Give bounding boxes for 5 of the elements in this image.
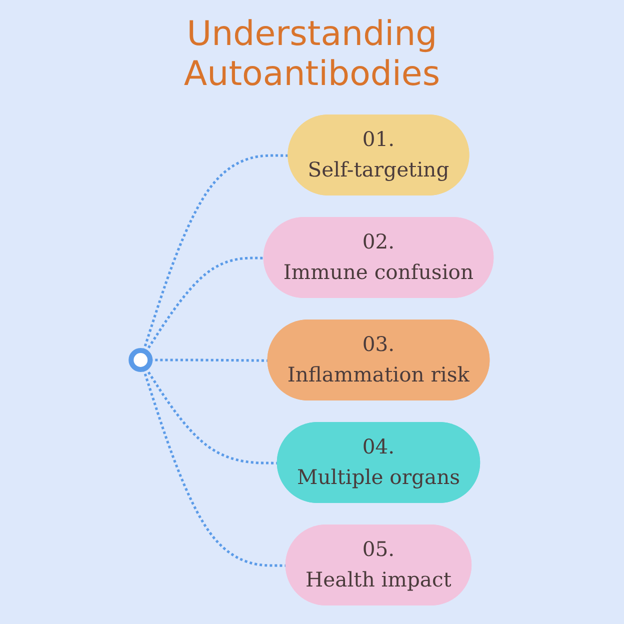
node-circle [128, 348, 153, 372]
title: Understanding Autoantibodies [182, 14, 442, 94]
diagram: 01. Self-targeting 02. Immune confusion 03. Inflammation risk 04. Multiple organs 05. Health impact [120, 105, 504, 615]
connector [142, 154, 289, 352]
connector [142, 368, 287, 567]
